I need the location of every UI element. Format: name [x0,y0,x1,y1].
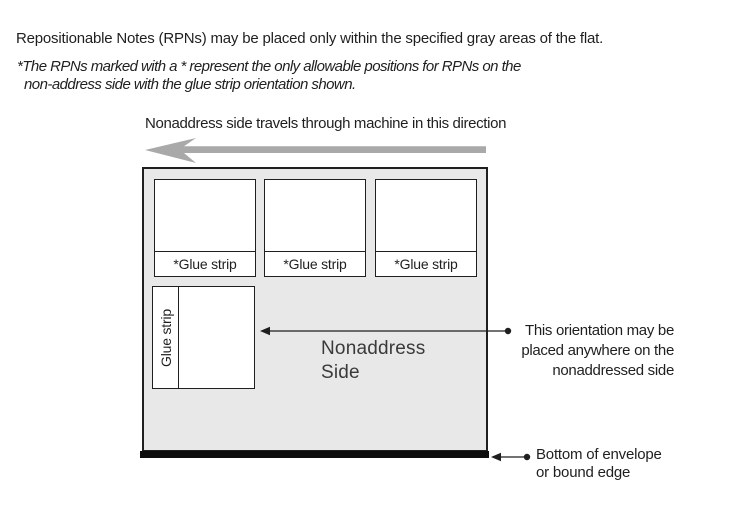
nonaddress-side-label: Nonaddress Side [321,337,425,385]
rpn-box-3: *Glue strip [375,179,477,277]
rpn-box-1-body [155,180,255,251]
direction-label: Nonaddress side travels through machine … [145,115,507,132]
rpn-box-1: *Glue strip [154,179,256,277]
bottom-edge-pointer-arrow-icon [491,452,531,462]
footnote-line-1: *The RPNs marked with a * represent the … [17,58,521,75]
flat-nonaddress-side: *Glue strip *Glue strip *Glue strip Glue… [142,167,488,452]
orientation-annotation: This orientation may be placed anywhere … [494,321,674,381]
footnote: *The RPNs marked with a * represent the … [17,58,521,93]
bottom-edge-annotation: Bottom of envelope or bound edge [536,446,662,481]
rpn-vertical-glue-label: Glue strip [157,308,174,367]
rpn-box-2-glue-strip: *Glue strip [265,251,365,276]
orientation-annotation-line-3: nonaddressed side [552,362,674,379]
nonaddress-side-label-line-2: Side [321,362,360,383]
orientation-annotation-line-2: placed anywhere on the [521,342,674,359]
left-direction-arrow-icon [145,138,486,163]
orientation-pointer-arrow-icon [260,326,512,336]
rpn-box-2: *Glue strip [264,179,366,277]
rpn-vertical-glue-strip: Glue strip [153,287,179,388]
bottom-edge-bar [140,451,489,458]
orientation-annotation-line-1: This orientation may be [524,322,674,339]
bottom-edge-annotation-line-1: Bottom of envelope [536,446,662,463]
intro-text: Repositionable Notes (RPNs) may be place… [16,30,604,47]
bottom-edge-annotation-line-2: or bound edge [536,463,631,481]
footnote-line-2: non-address side with the glue strip ori… [24,75,356,93]
rpn-box-3-body [376,180,476,251]
rpn-box-2-body [265,180,365,251]
rpn-box-3-glue-strip: *Glue strip [376,251,476,276]
rpn-box-vertical: Glue strip [152,286,255,389]
nonaddress-side-label-line-1: Nonaddress [321,338,426,359]
rpn-box-1-glue-strip: *Glue strip [155,251,255,276]
